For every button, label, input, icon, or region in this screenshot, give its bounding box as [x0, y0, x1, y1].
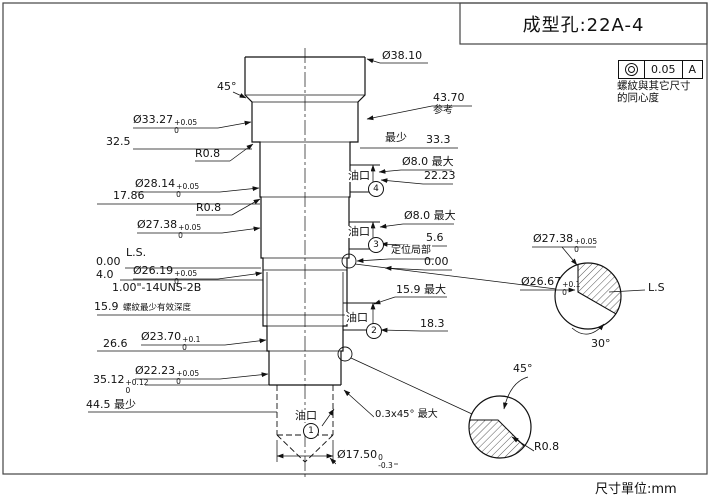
oil-port-1-label: 油口: [294, 409, 318, 423]
dim-33-3: 33.3: [426, 133, 451, 146]
detail-angle-30: 30°: [591, 337, 611, 350]
oil-port-3-label: 油口: [347, 225, 371, 239]
ls-label: L.S.: [126, 246, 147, 259]
detail-views: [337, 246, 646, 459]
locating-note: 定位局部: [390, 245, 432, 256]
tolerance-note-line1: 螺紋與其它尺寸: [617, 80, 691, 92]
section-lines: [245, 94, 365, 352]
dim-angle-45-top: 45°: [217, 80, 237, 93]
dim-18-3: 18.3: [420, 317, 445, 330]
detail-angle-45: 45°: [513, 362, 533, 375]
oil-port-3-number: 3: [368, 237, 384, 253]
thread-spec: 1.00"-14UNS-2B: [112, 281, 202, 294]
min-label: 最少: [385, 131, 407, 144]
units-label: 尺寸單位:mm: [595, 482, 677, 497]
oil-port-4-label: 油口: [347, 169, 371, 183]
oil-port-1-number: 1: [303, 423, 319, 439]
reference-note: 参考: [433, 105, 453, 116]
oil-port-2-label: 油口: [345, 311, 369, 325]
tolerance-frame: 0.05 A: [618, 60, 704, 79]
page-title: 成型孔:22A-4: [522, 14, 645, 36]
dim-0-00-right: 0.00: [424, 255, 449, 268]
tolerance-note-line2: 的同心度: [617, 92, 659, 104]
dim-dia8-max-port3: Ø8.0 最大: [404, 209, 456, 222]
dim-26-6: 26.6: [103, 337, 128, 350]
oil-port-lines: [343, 164, 380, 331]
chamfer-note: 0.3x45° 最大: [374, 409, 439, 420]
oil-port-4-number: 4: [368, 181, 384, 197]
dim-17-86: 17.86: [113, 189, 145, 202]
dim-r0-8-upper: R0.8: [195, 147, 221, 160]
dim-32-5: 32.5: [106, 135, 131, 148]
dim-dia8-max-port4: Ø8.0 最大: [402, 155, 454, 168]
dim-dia-38-10: Ø38.10: [382, 49, 423, 62]
sheet-border: [2, 2, 708, 475]
tolerance-datum: A: [681, 61, 703, 78]
dim-4-0: 4.0: [96, 268, 114, 281]
dim-43-70: 43.70: [433, 91, 465, 104]
dim-15-9: 15.9: [94, 300, 119, 313]
dim-5-6: 5.6: [426, 231, 444, 244]
extension-lines: [88, 147, 458, 462]
dim-22-23: 22.23: [424, 169, 456, 182]
dim-15-9-max: 15.9 最大: [396, 283, 446, 296]
detail-r0-8: R0.8: [534, 440, 560, 453]
oil-port-2-number: 2: [366, 323, 382, 339]
dim-r0-8-mid: R0.8: [196, 201, 222, 214]
tolerance-value: 0.05: [644, 61, 682, 78]
dim-44-5-min: 44.5 最少: [86, 398, 136, 411]
leader-lines: [133, 58, 472, 465]
detail-ls-label: L.S: [648, 281, 665, 294]
concentricity-icon: [619, 61, 644, 78]
title-box: 成型孔:22A-4: [460, 3, 707, 44]
dim-0-00-left: 0.00: [96, 255, 121, 268]
thread-depth-note: 螺紋最少有效深度: [123, 303, 192, 313]
